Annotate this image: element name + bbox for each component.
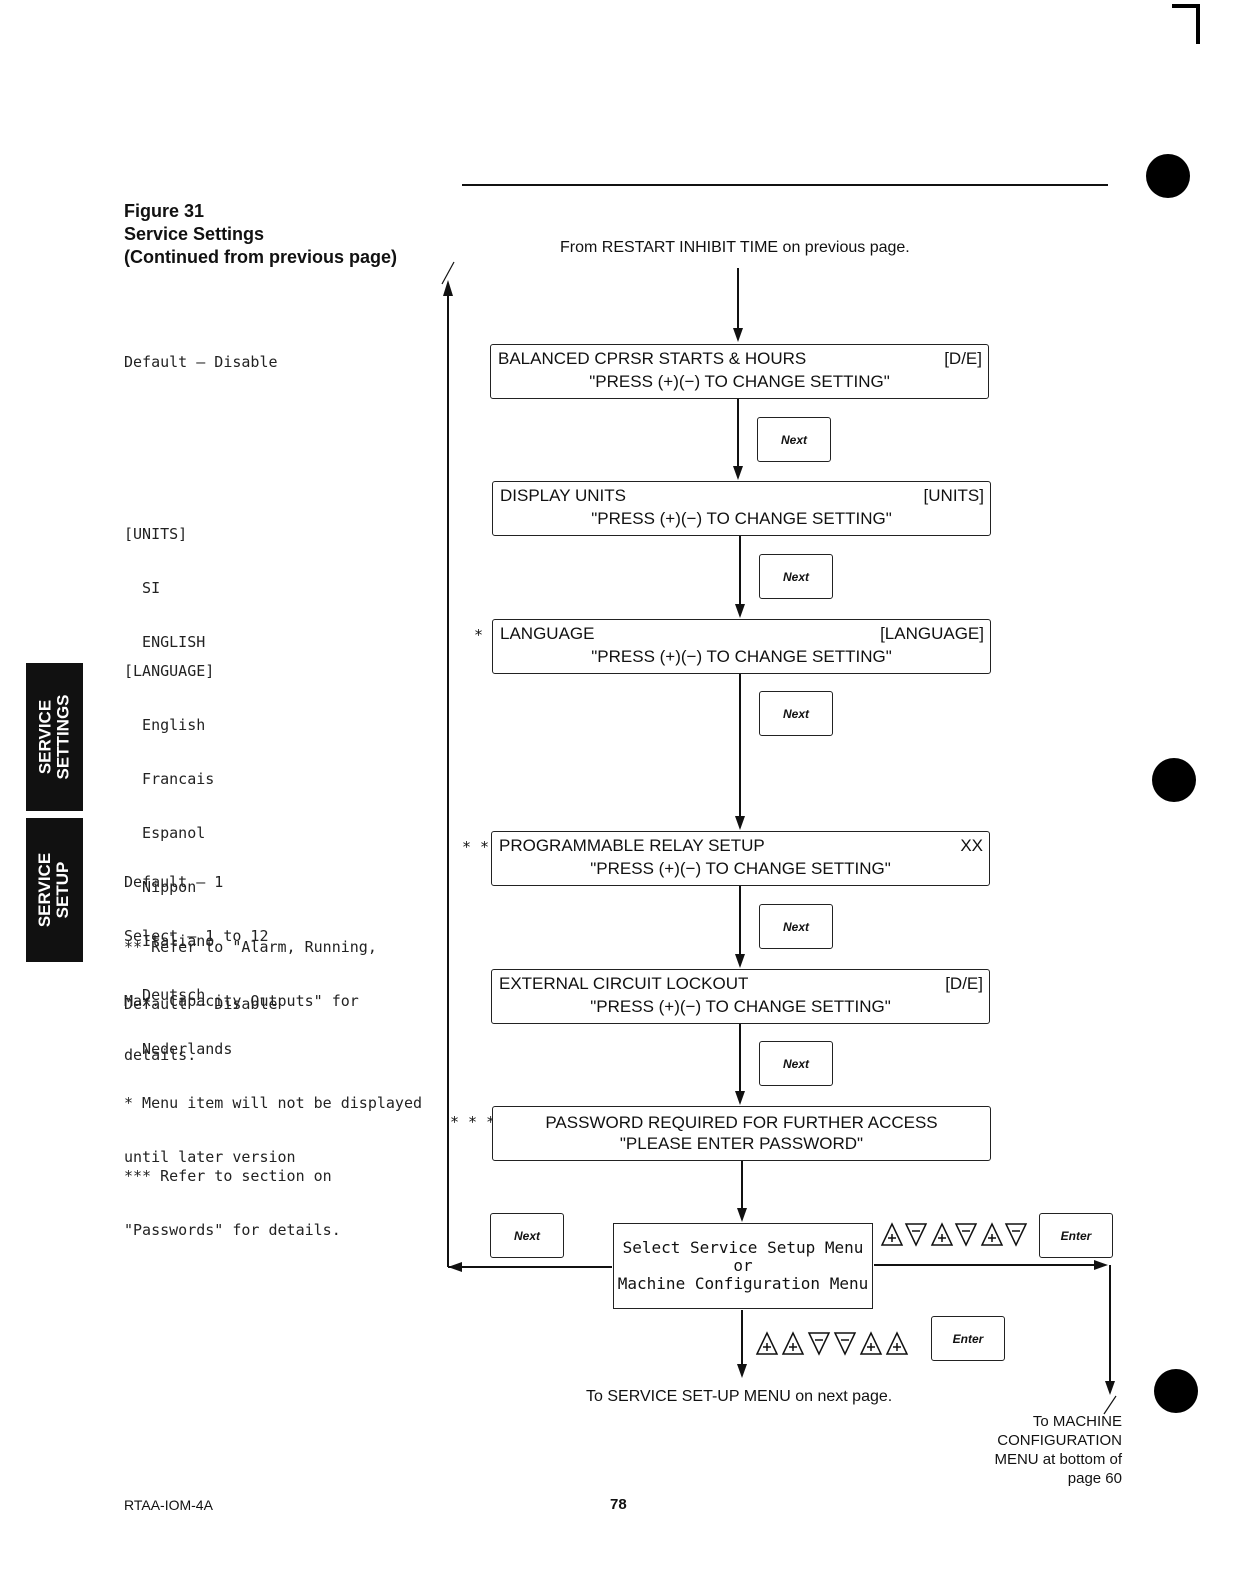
punch-hole-top: [1146, 154, 1190, 198]
select-menu-box: Select Service Setup Menu or Machine Con…: [613, 1223, 873, 1309]
next-key[interactable]: Next: [759, 554, 833, 599]
setting-label: BALANCED CPRSR STARTS & HOURS: [498, 349, 807, 368]
setting-label: EXTERNAL CIRCUIT LOCKOUT: [499, 974, 749, 993]
note-relay-line: Select – 1 to 12: [124, 927, 269, 945]
note-language-line: * Menu item will not be displayed: [124, 1094, 423, 1112]
note-password-reference: *** Refer to section on "Passwords" for …: [124, 1131, 341, 1257]
next-key[interactable]: Next: [490, 1213, 564, 1258]
setting-value: XX: [960, 836, 983, 855]
setting-prompt: "PRESS (+)(−) TO CHANGE SETTING": [590, 859, 891, 878]
note-language-line: Nederlands: [124, 1040, 233, 1058]
note-password-ref-line: *** Refer to section on: [124, 1167, 332, 1185]
machine-config-line: MENU at bottom of: [994, 1451, 1122, 1468]
punch-hole-bottom: [1154, 1369, 1198, 1413]
relay-footnote-marker: * *: [462, 838, 490, 856]
setting-label: PROGRAMMABLE RELAY SETUP: [499, 836, 765, 855]
note-language-line: Italiano: [124, 932, 215, 950]
note-language-line: until later version: [124, 1148, 296, 1166]
setting-prompt: "PRESS (+)(−) TO CHANGE SETTING": [589, 372, 890, 391]
note-language-line: Deutsch: [124, 986, 206, 1004]
note-language-line: [LANGUAGE]: [124, 662, 215, 680]
corner-mark: [1172, 4, 1200, 44]
setting-label: DISPLAY UNITS: [500, 486, 626, 505]
menu-box-password: PASSWORD REQUIRED FOR FURTHER ACCESS "PL…: [492, 1106, 991, 1161]
note-relay-ref-line: details.: [124, 1046, 197, 1064]
note-relay-ref-line: ** Refer to "Alarm, Running,: [124, 938, 377, 956]
machine-config-line: page 60: [1067, 1470, 1122, 1487]
tab-service-setup[interactable]: SERVICE SETUP: [26, 818, 83, 962]
note-units: [UNITS] SI ENGLISH: [124, 489, 205, 669]
note-language-line: Francais: [124, 770, 215, 788]
setting-label: PASSWORD REQUIRED FOR FURTHER ACCESS: [545, 1113, 938, 1132]
note-language: [LANGUAGE] English Francais Espanol Nipp…: [124, 626, 422, 1184]
menu-box-display-units: DISPLAY UNITS [UNITS] "PRESS (+)(−) TO C…: [492, 481, 991, 536]
figure-subtitle: (Continued from previous page): [124, 247, 398, 267]
note-units-line: SI: [124, 579, 161, 597]
next-key[interactable]: Next: [759, 904, 833, 949]
setting-value: [D/E]: [944, 349, 982, 368]
select-line: or: [733, 1256, 753, 1275]
machine-config-note: To MACHINE CONFIGURATION MENU at bottom …: [940, 1412, 1122, 1488]
next-key[interactable]: Next: [759, 1041, 833, 1086]
password-footnote-marker: * * *: [450, 1113, 496, 1131]
setting-label: LANGUAGE: [500, 624, 595, 643]
setting-prompt: "PRESS (+)(−) TO CHANGE SETTING": [591, 647, 892, 666]
setting-prompt: "PLEASE ENTER PASSWORD": [619, 1134, 864, 1153]
note-relay-line: Default – 1: [124, 873, 224, 891]
setting-value: [UNITS]: [923, 486, 984, 505]
flow-end-text: To SERVICE SET-UP MENU on next page.: [586, 1388, 893, 1405]
enter-key[interactable]: Enter: [931, 1316, 1005, 1361]
language-footnote-marker: *: [474, 626, 484, 644]
figure-title: Service Settings: [124, 224, 265, 244]
setting-value: [D/E]: [945, 974, 983, 993]
enter-key[interactable]: Enter: [1039, 1213, 1113, 1258]
figure-caption: Figure 31 Service Settings (Continued fr…: [124, 200, 397, 269]
menu-box-external-lockout: EXTERNAL CIRCUIT LOCKOUT [D/E] "PRESS (+…: [491, 969, 990, 1024]
key-sequence-icon: [880, 1222, 1028, 1247]
note-units-line: ENGLISH: [124, 633, 206, 651]
flow-start-text: From RESTART INHIBIT TIME on previous pa…: [560, 239, 910, 256]
select-line: Select Service Setup Menu: [622, 1238, 864, 1257]
document-number: RTAA-IOM-4A: [124, 1497, 213, 1513]
note-balanced-default: Default – Disable: [124, 353, 278, 371]
next-key[interactable]: Next: [757, 417, 831, 462]
punch-hole-middle: [1152, 758, 1196, 802]
note-language-line: Espanol: [124, 824, 206, 842]
setting-value: [LANGUAGE]: [880, 624, 984, 643]
page-number: 78: [610, 1496, 627, 1513]
setting-prompt: "PRESS (+)(−) TO CHANGE SETTING": [591, 509, 892, 528]
setting-prompt: "PRESS (+)(−) TO CHANGE SETTING": [590, 997, 891, 1016]
note-units-line: [UNITS]: [124, 525, 188, 543]
note-relay-reference: ** Refer to "Alarm, Running, Max. Capaci…: [124, 902, 377, 1082]
note-language-line: Nippon: [124, 878, 197, 896]
key-sequence-icon: [755, 1331, 909, 1356]
select-line: Machine Configuration Menu: [617, 1274, 869, 1293]
menu-box-balanced-starts: BALANCED CPRSR STARTS & HOURS [D/E] "PRE…: [490, 344, 989, 399]
tab-service-settings[interactable]: SERVICE SETTINGS: [26, 663, 83, 811]
note-relay: Default – 1 Select – 1 to 12: [124, 837, 269, 963]
note-password-ref-line: "Passwords" for details.: [124, 1221, 341, 1239]
note-relay-ref-line: Max. Capacity Outputs" for: [124, 992, 359, 1010]
menu-box-programmable-relay: PROGRAMMABLE RELAY SETUP XX "PRESS (+)(−…: [491, 831, 990, 886]
note-language-line: English: [124, 716, 206, 734]
machine-config-line: CONFIGURATION: [997, 1432, 1122, 1449]
next-key[interactable]: Next: [759, 691, 833, 736]
machine-config-line: To MACHINE: [1032, 1413, 1122, 1430]
menu-box-language: LANGUAGE [LANGUAGE] "PRESS (+)(−) TO CHA…: [492, 619, 991, 674]
figure-number: Figure 31: [124, 201, 205, 221]
note-lockout-default: Default – Disable: [124, 995, 278, 1013]
